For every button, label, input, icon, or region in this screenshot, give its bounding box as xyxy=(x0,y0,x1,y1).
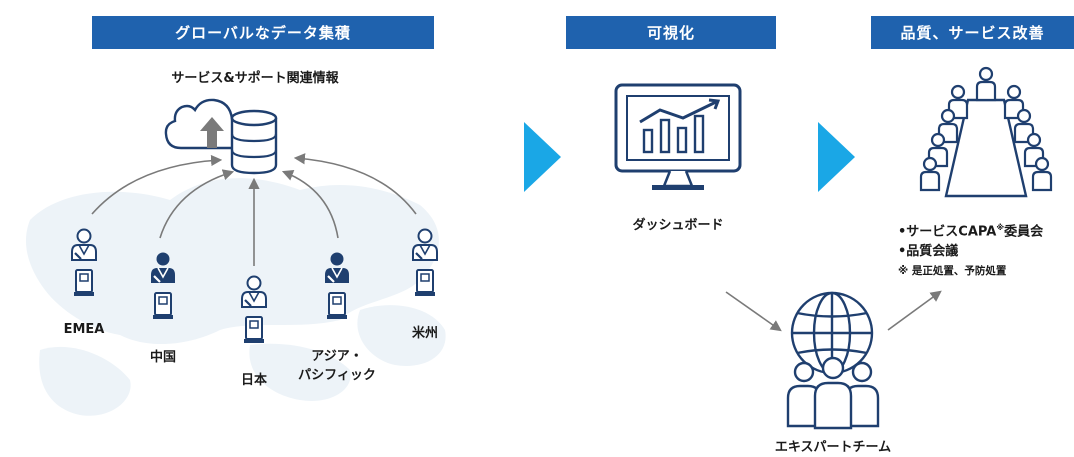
improvement-note: ※ 是正処置、予防処置 xyxy=(898,265,1007,278)
cloud-upload-icon xyxy=(164,98,248,150)
expert-team-icon xyxy=(786,356,880,430)
dashboard-label: ダッシュボード xyxy=(632,218,724,233)
improvement-item-capa: •サービスCAPA※委員会 xyxy=(898,218,1043,242)
region-label-china: 中国 xyxy=(149,350,176,365)
header-global-data: グローバルなデータ集積 xyxy=(92,16,434,49)
meeting-table-icon xyxy=(919,66,1053,198)
region-label-us: 米州 xyxy=(411,326,438,341)
dashboard-monitor-icon xyxy=(614,83,742,190)
region-label-japan: 日本 xyxy=(240,373,267,388)
region-label-asia-1: アジア・ xyxy=(311,349,363,364)
region-label-asia-2: パシフィック xyxy=(298,368,376,383)
improvement-list: •サービスCAPA※委員会 •品質会議 ※ 是正処置、予防処置 xyxy=(898,218,1043,280)
expert-team-label: エキスパートチーム xyxy=(774,440,892,455)
flow-chevron-2 xyxy=(818,122,855,192)
header-improve: 品質、サービス改善 xyxy=(871,16,1074,49)
header-visualize: 可視化 xyxy=(566,16,776,49)
region-label-emea: EMEA xyxy=(63,322,105,337)
capa-note-mark: ※ xyxy=(996,223,1005,232)
expert-flow-arrows xyxy=(725,290,942,332)
improvement-item-quality-meeting: •品質会議 xyxy=(898,244,959,260)
flow-chevron-1 xyxy=(524,122,561,192)
source-label: サービス&サポート関連情報 xyxy=(171,71,339,86)
data-flow-arrows xyxy=(91,153,417,266)
capa-suffix: 委員会 xyxy=(1004,224,1044,240)
capa-prefix: •サービスCAPA xyxy=(898,224,997,240)
database-icon xyxy=(230,109,278,175)
